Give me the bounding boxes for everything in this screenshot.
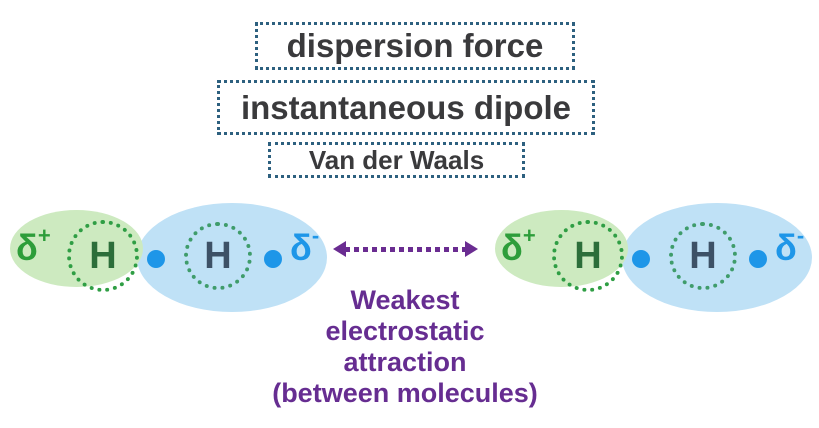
van-der-waals-label: Van der Waals	[308, 144, 485, 175]
caption-line: attraction	[343, 347, 467, 377]
arrowhead-right-icon	[465, 241, 478, 257]
electron-shell-icon: H	[669, 222, 737, 290]
caption-line: (between molecules)	[272, 378, 538, 408]
hydrogen-symbol: H	[574, 234, 602, 277]
hydrogen-molecule-right: δ+ H H δ-	[495, 198, 815, 316]
electron-dot-icon	[147, 250, 165, 268]
dotted-arrow-line	[345, 246, 466, 252]
hydrogen-molecule-left: δ+ H H δ-	[10, 198, 330, 316]
electron-shell-icon: H	[552, 220, 624, 292]
hydrogen-symbol: H	[689, 234, 717, 277]
delta-plus-label: δ+	[16, 223, 51, 268]
electron-dot-icon	[632, 250, 650, 268]
label-box-dispersion-force: dispersion force	[255, 22, 575, 70]
arrowhead-left-icon	[333, 241, 346, 257]
delta-minus-label: δ-	[775, 223, 805, 268]
instantaneous-dipole-label: instantaneous dipole	[240, 88, 572, 126]
label-box-van-der-waals: Van der Waals	[268, 142, 525, 178]
hydrogen-symbol: H	[204, 234, 232, 277]
hydrogen-symbol: H	[89, 234, 117, 277]
delta-plus-label: δ+	[501, 223, 536, 268]
caption-line: Weakest	[350, 285, 460, 315]
electron-dot-icon	[264, 250, 282, 268]
caption-line: electrostatic	[325, 316, 485, 346]
electron-dot-icon	[749, 250, 767, 268]
delta-minus-label: δ-	[290, 223, 320, 268]
attraction-arrow-icon	[333, 241, 478, 257]
caption-weakest-attraction: Weakest electrostatic attraction (betwee…	[235, 285, 575, 409]
electron-shell-icon: H	[184, 222, 252, 290]
dispersion-force-label: dispersion force	[286, 27, 544, 64]
label-box-instantaneous-dipole: instantaneous dipole	[217, 80, 595, 135]
electron-shell-icon: H	[67, 220, 139, 292]
